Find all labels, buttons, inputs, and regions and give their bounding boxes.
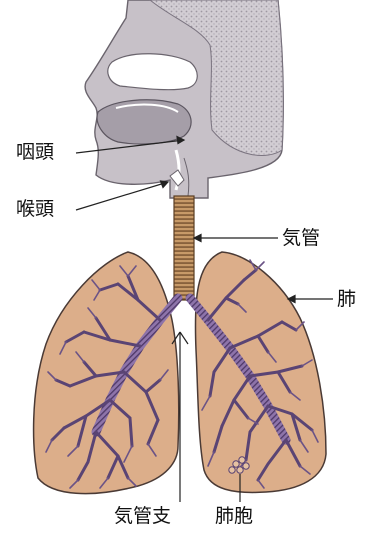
arrow-larynx: [161, 181, 169, 188]
trachea: [174, 196, 194, 300]
carina: [176, 314, 192, 330]
label-trachea: 気管: [282, 229, 320, 248]
leader-bronchus-right: [180, 332, 188, 344]
arrow-trachea: [194, 235, 201, 242]
label-pharynx: 咽頭: [16, 143, 54, 162]
label-bronchus: 気管支: [114, 507, 171, 526]
head-silhouette: [85, 0, 283, 198]
label-lung: 肺: [337, 290, 356, 309]
label-larynx: 喉頭: [16, 200, 54, 219]
label-alveolus: 肺胞: [215, 507, 253, 526]
leader-larynx: [76, 182, 168, 210]
